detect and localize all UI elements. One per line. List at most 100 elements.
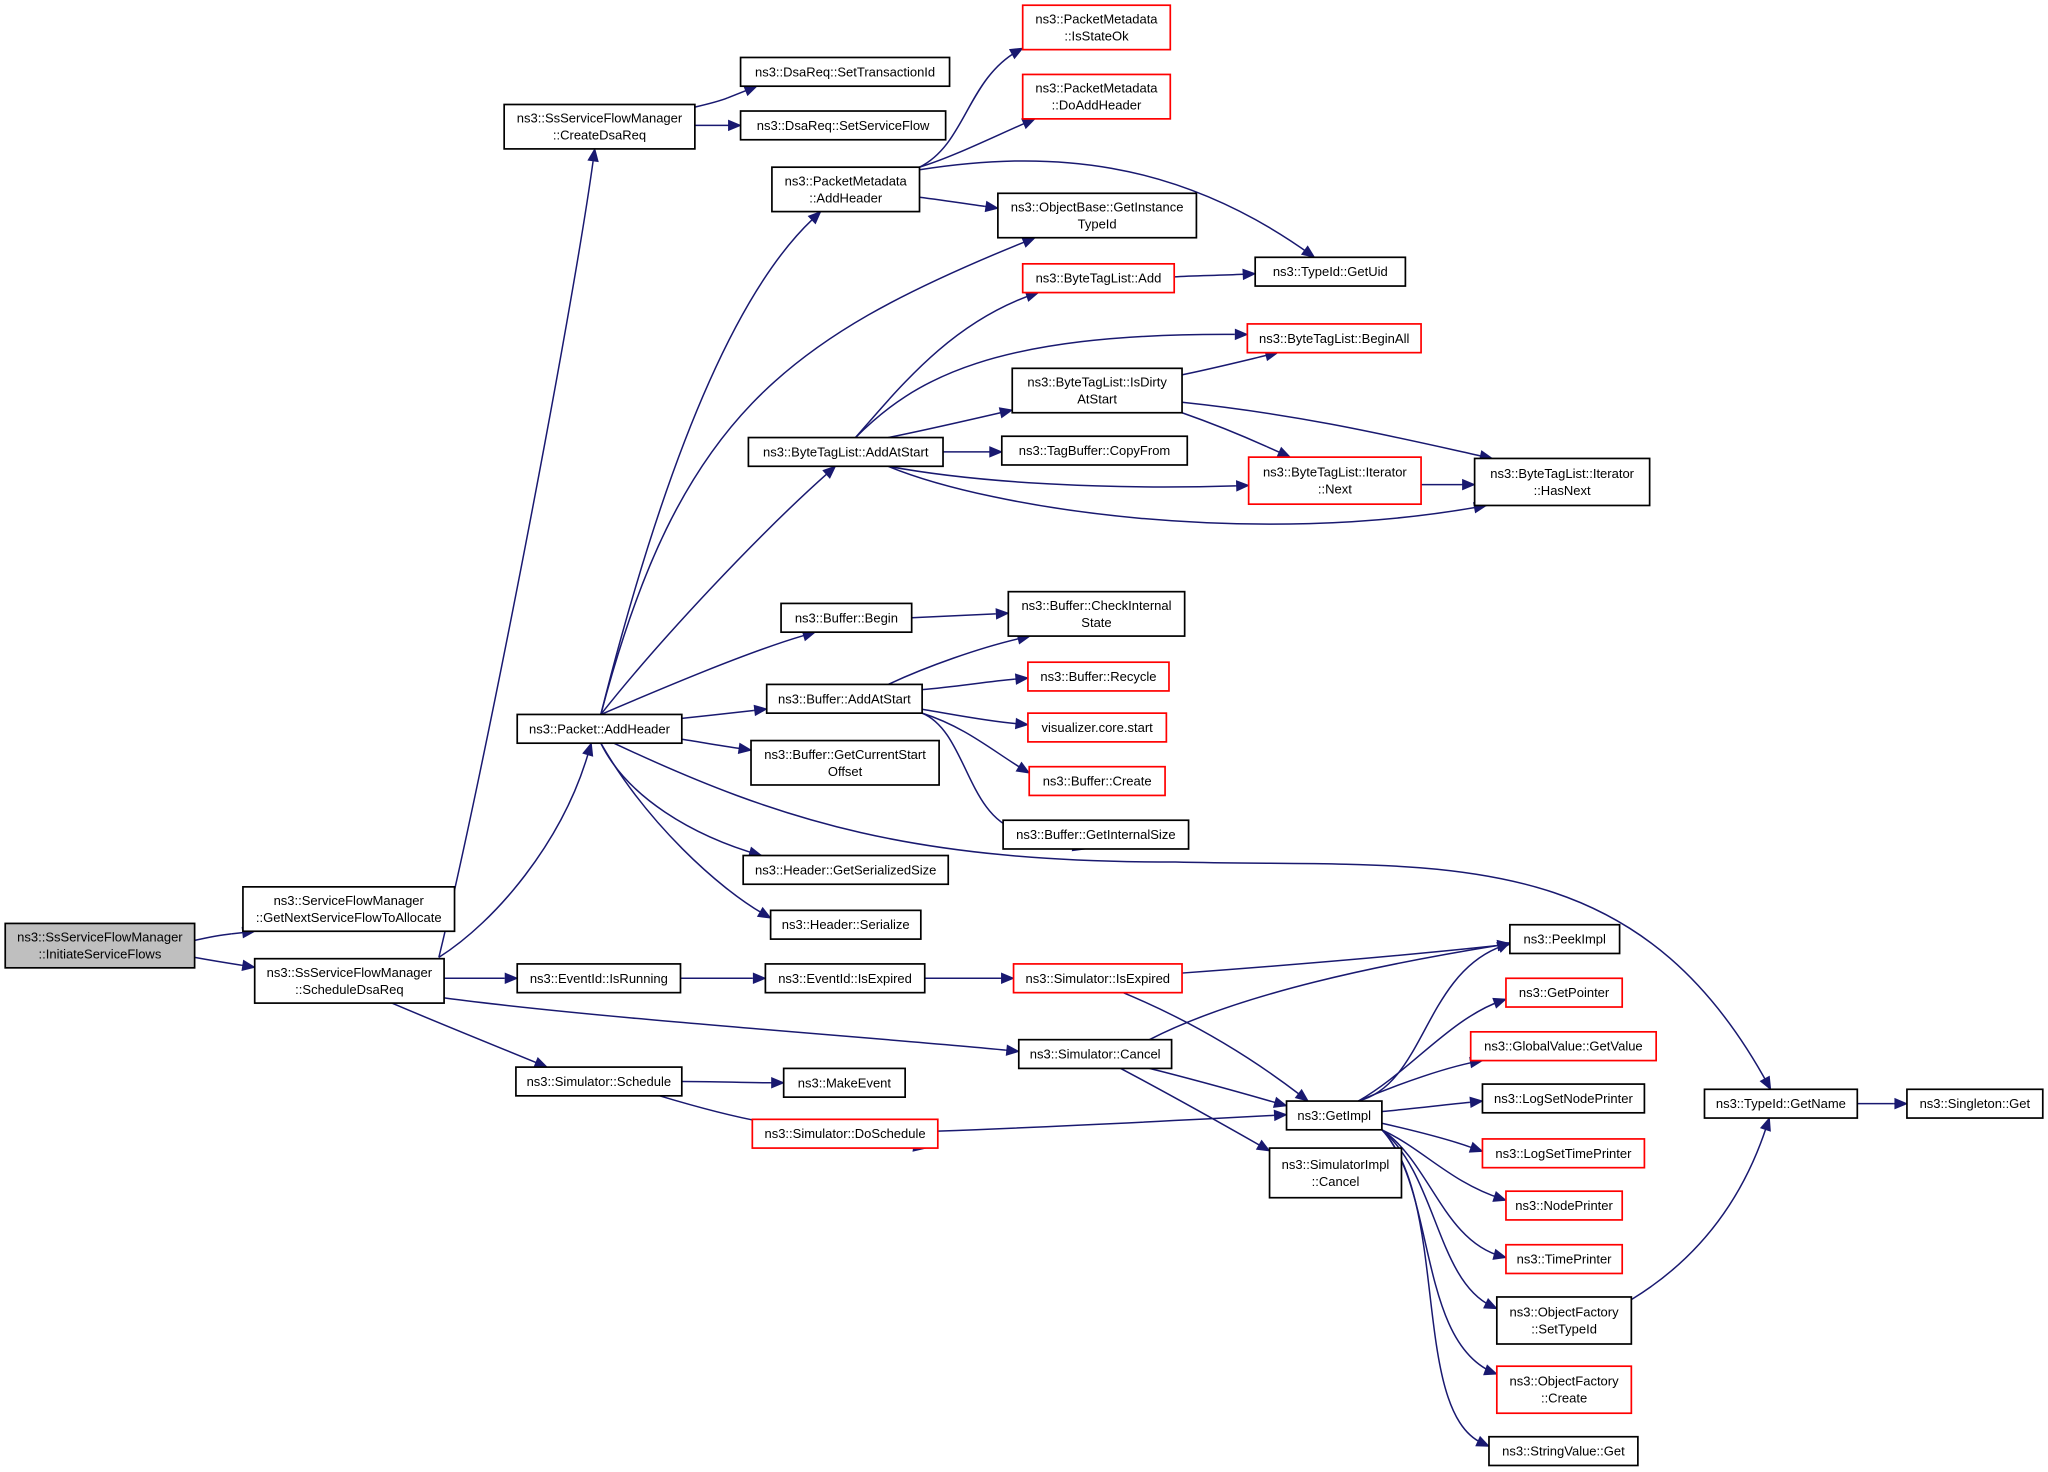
node-ofcreate[interactable]: ns3::ObjectFactory::Create	[1495, 1365, 1633, 1415]
edge-addatstart-to-beginall	[854, 333, 1235, 439]
node-label: ns3::PeekImpl	[1524, 932, 1606, 947]
node-createdsa[interactable]: ns3::SsServiceFlowManager::CreateDsaReq	[503, 103, 696, 150]
node-box	[1268, 1147, 1403, 1199]
node-isrunning[interactable]: ns3::EventId::IsRunning	[516, 963, 682, 994]
edge-tail	[1266, 446, 1280, 453]
node-label: ::HasNext	[1534, 483, 1591, 498]
node-bufadd[interactable]: ns3::Buffer::AddAtStart	[765, 683, 923, 714]
node-label: ns3::Buffer::Begin	[795, 610, 898, 625]
node-isexpired[interactable]: ns3::EventId::IsExpired	[764, 963, 926, 994]
node-hasnext[interactable]: ns3::ByteTagList::Iterator::HasNext	[1473, 457, 1651, 507]
node-makeevent[interactable]: ns3::MakeEvent	[782, 1067, 906, 1098]
node-label: ns3::TagBuffer::CopyFrom	[1019, 443, 1171, 458]
arrowhead	[989, 446, 1004, 458]
node-nodeprinter[interactable]: ns3::NodePrinter	[1505, 1190, 1624, 1221]
node-label: ::IsStateOk	[1064, 28, 1129, 43]
node-label: ::Cancel	[1312, 1174, 1360, 1189]
node-simcancel[interactable]: ns3::Simulator::Cancel	[1017, 1038, 1173, 1070]
node-doschedule[interactable]: ns3::Simulator::DoSchedule	[751, 1118, 939, 1149]
node-box	[503, 103, 696, 150]
node-pmaddheader[interactable]: ns3::PacketMetadata::AddHeader	[771, 166, 921, 213]
node-box	[782, 1067, 906, 1098]
node-label: ns3::TypeId::GetName	[1716, 1096, 1846, 1111]
node-label: ns3::StringValue::Get	[1502, 1444, 1625, 1459]
node-singleton[interactable]: ns3::Singleton::Get	[1906, 1088, 2044, 1119]
node-timeprinter[interactable]: ns3::TimePrinter	[1505, 1243, 1624, 1275]
node-scheduledsa[interactable]: ns3::SsServiceFlowManager::ScheduleDsaRe…	[253, 957, 445, 1004]
node-box	[739, 56, 951, 88]
node-lognode[interactable]: ns3::LogSetNodePrinter	[1481, 1083, 1646, 1114]
edge-tail	[759, 911, 765, 915]
node-copyfrom[interactable]: ns3::TagBuffer::CopyFrom	[1000, 435, 1189, 466]
edge-simschedule-to-makeevent	[681, 1080, 771, 1084]
node-label: ns3::GlobalValue::GetValue	[1484, 1039, 1643, 1054]
node-pktaddheader[interactable]: ns3::Packet::AddHeader	[516, 713, 683, 745]
node-getname[interactable]: ns3::TypeId::GetName	[1703, 1088, 1859, 1119]
node-label: ns3::PacketMetadata	[785, 173, 908, 188]
node-box	[1703, 1088, 1859, 1119]
edge-ofsettype-to-getname	[1630, 1128, 1767, 1301]
node-setsf[interactable]: ns3::DsaReq::SetServiceFlow	[739, 110, 947, 141]
node-label: ns3::Buffer::GetCurrentStart	[764, 747, 926, 762]
node-addatstart[interactable]: ns3::ByteTagList::AddAtStart	[747, 436, 944, 468]
node-bufbegin[interactable]: ns3::Buffer::Begin	[780, 602, 913, 634]
arrowhead	[587, 147, 599, 163]
arrowhead	[756, 906, 772, 919]
node-label: ns3::Singleton::Get	[1920, 1096, 2031, 1111]
node-btladd[interactable]: ns3::ByteTagList::Add	[1021, 262, 1176, 294]
node-box	[1285, 1100, 1383, 1131]
node-serialize[interactable]: ns3::Header::Serialize	[769, 909, 922, 940]
node-simexpired[interactable]: ns3::Simulator::IsExpired	[1012, 963, 1183, 994]
edge-tail	[1494, 999, 1503, 1004]
node-beginall[interactable]: ns3::ByteTagList::BeginAll	[1246, 323, 1422, 354]
edge-tail	[825, 472, 829, 475]
node-pmisstateok[interactable]: ns3::PacketMetadata::IsStateOk	[1021, 4, 1172, 51]
node-getuid[interactable]: ns3::TypeId::GetUid	[1254, 256, 1407, 287]
node-box	[1481, 1083, 1646, 1114]
node-initiate[interactable]: ns3::SsServiceFlowManager::InitiateServi…	[4, 922, 196, 969]
node-box	[1495, 1365, 1633, 1415]
node-getpointer[interactable]: ns3::GetPointer	[1505, 977, 1624, 1008]
node-box	[1012, 963, 1183, 994]
edge-pktaddheader-to-bufadd	[681, 709, 754, 720]
node-label: ns3::Simulator::Schedule	[527, 1074, 672, 1089]
node-bufcreate[interactable]: ns3::Buffer::Create	[1028, 765, 1166, 797]
arrowhead	[1468, 1141, 1484, 1153]
node-getinternal[interactable]: ns3::Buffer::GetInternalSize	[1002, 819, 1190, 850]
node-recycle[interactable]: ns3::Buffer::Recycle	[1027, 661, 1170, 692]
node-pmdoadd[interactable]: ns3::PacketMetadata::DoAddHeader	[1021, 73, 1172, 120]
arrowhead	[1015, 761, 1031, 774]
node-label: ns3::LogSetTimePrinter	[1495, 1146, 1632, 1161]
arrowhead	[998, 407, 1014, 419]
edge-pktaddheader-to-pmaddheader	[600, 218, 813, 715]
edge-tail	[1258, 1144, 1268, 1151]
node-getnext[interactable]: ns3::ServiceFlowManager::GetNextServiceF…	[242, 886, 456, 933]
node-getimpl[interactable]: ns3::GetImpl	[1285, 1100, 1383, 1131]
node-iternext[interactable]: ns3::ByteTagList::Iterator::Next	[1247, 456, 1422, 506]
node-simschedule[interactable]: ns3::Simulator::Schedule	[515, 1066, 683, 1097]
node-gvgetvalue[interactable]: ns3::GlobalValue::GetValue	[1469, 1030, 1658, 1062]
edge-addatstart-to-iternext	[888, 465, 1236, 488]
node-ofsettype[interactable]: ns3::ObjectFactory::SetTypeId	[1495, 1296, 1633, 1345]
node-implcancel[interactable]: ns3::SimulatorImpl::Cancel	[1268, 1147, 1403, 1199]
edge-pktaddheader-to-addatstart	[600, 472, 829, 715]
node-logtime[interactable]: ns3::LogSetTimePrinter	[1481, 1138, 1646, 1169]
node-label: ns3::GetImpl	[1297, 1108, 1371, 1123]
node-box	[1007, 590, 1186, 637]
node-label: ::GetNextServiceFlowToAllocate	[256, 910, 442, 925]
node-box	[1505, 1243, 1624, 1275]
node-vizstart[interactable]: visualizer.core.start	[1027, 712, 1168, 743]
node-getsersize[interactable]: ns3::Header::GetSerializedSize	[742, 854, 950, 886]
node-settrans[interactable]: ns3::DsaReq::SetTransactionId	[739, 56, 951, 88]
nodes-layer: ns3::SsServiceFlowManager::InitiateServi…	[4, 4, 2044, 1467]
node-label: ns3::ObjectFactory	[1510, 1374, 1620, 1389]
node-box	[1246, 323, 1422, 354]
node-box	[515, 1066, 683, 1097]
node-strget[interactable]: ns3::StringValue::Get	[1488, 1435, 1639, 1467]
node-peekimpl[interactable]: ns3::PeekImpl	[1509, 923, 1621, 955]
edge-tail	[535, 1061, 542, 1066]
